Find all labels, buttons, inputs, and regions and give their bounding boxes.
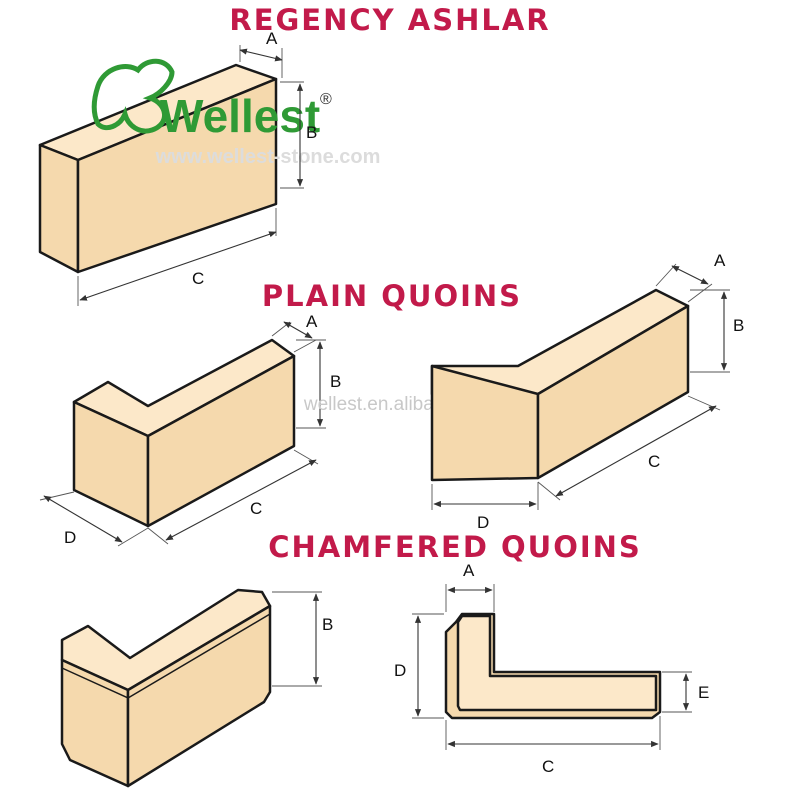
chamfered-right-dim-label-d: D <box>394 661 406 680</box>
plain-left-dim-line-c <box>165 459 317 541</box>
plain-right-dim-line-c <box>555 405 717 497</box>
plain-right-dim-label-c: C <box>648 452 660 471</box>
wellest-logo: Wellest ® www.wellest-stone.com <box>91 58 381 168</box>
plain-left-dim-label-c: C <box>250 499 262 518</box>
dim-line-c <box>79 231 277 301</box>
chamfered-quoin-left-dimensions: B <box>272 591 333 687</box>
plain-left-dim-line-a <box>283 321 313 339</box>
plain-right-dim-line-a <box>671 265 709 285</box>
dim-label-a: A <box>266 29 278 48</box>
logo-wordmark: Wellest <box>160 90 320 142</box>
chamfered-quoin-right-dimensions: A D E C <box>394 561 709 776</box>
plain-right-dim-label-b: B <box>733 316 744 335</box>
dim-label-b: B <box>306 123 317 142</box>
regency-ashlar-block <box>38 63 278 274</box>
plain-left-dim-label-d: D <box>64 528 76 547</box>
plain-right-dim-label-a: A <box>714 251 726 270</box>
dim-label-c: C <box>192 269 204 288</box>
title-chamfered-quoins: CHAMFERED QUOINS <box>268 530 642 564</box>
dim-line-a <box>239 48 283 62</box>
title-regency-ashlar: REGENCY ASHLAR <box>229 3 550 37</box>
chamfered-quoin-left-front-face <box>126 604 272 788</box>
plain-left-dim-label-a: A <box>306 312 318 331</box>
plain-quoin-left-dimensions: A B C D <box>39 312 341 547</box>
ashlar-dimensions: A B C <box>77 29 317 306</box>
plain-right-dim-label-d: D <box>477 513 489 532</box>
logo-url-watermark: www.wellest-stone.com <box>155 146 381 168</box>
chamfered-quoin-right-plan-inner <box>456 614 658 712</box>
ashlar-front-face <box>76 77 278 274</box>
logo-registered-mark: ® <box>320 91 332 108</box>
chamfered-right-dim-label-a: A <box>463 561 475 580</box>
plain-left-dim-line-d <box>43 495 123 543</box>
ashlar-end-face <box>38 143 80 274</box>
chamfered-quoin-left <box>60 588 272 788</box>
logo-w-mark-icon <box>91 58 175 134</box>
plain-left-dim-label-b: B <box>330 372 341 391</box>
title-plain-quoins: PLAIN QUOINS <box>262 279 522 313</box>
chamfered-quoin-left-end-face <box>60 658 130 788</box>
plain-quoin-right-dimensions: A B C D <box>431 251 744 532</box>
chamfered-right-dim-label-c: C <box>542 757 554 776</box>
chamfered-left-dim-label-b: B <box>322 615 333 634</box>
chamfered-right-dim-label-e: E <box>698 683 709 702</box>
chamfered-quoin-right <box>444 612 662 720</box>
